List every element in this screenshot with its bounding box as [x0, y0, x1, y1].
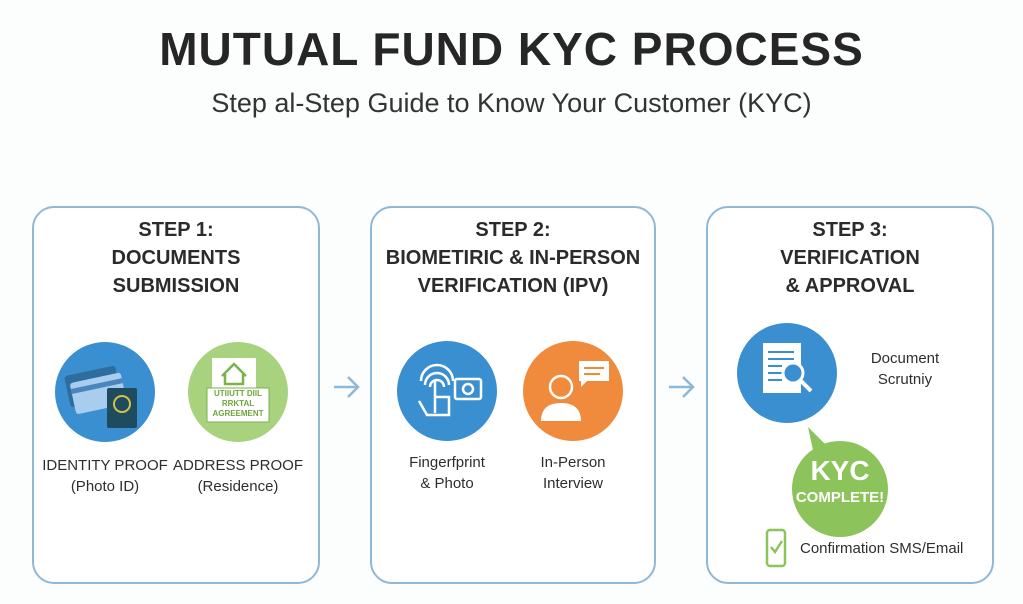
- complete-text: COMPLETE!: [795, 489, 885, 506]
- person-speech-icon: [523, 341, 623, 441]
- step-1-number: STEP 1:: [138, 219, 214, 241]
- label-line: Scrutniy: [877, 371, 933, 388]
- id-card-passport-icon: [55, 342, 155, 442]
- step-2-number: STEP 2:: [475, 219, 551, 241]
- label-line: IDENTITY PROOF: [42, 457, 168, 474]
- kyc-text: KYC: [810, 455, 870, 486]
- step-3-title-line1: VERIFICATION: [780, 247, 920, 269]
- step-1-title-line2: SUBMISSION: [112, 275, 240, 297]
- label-line: Fingerfprint: [409, 454, 485, 471]
- label-line: ADDRESS PROOF: [172, 457, 304, 474]
- label-line: (Residence): [197, 478, 279, 495]
- step-2-heading: STEP 2: BIOMETIRIC & IN-PERSON VERIFICAT…: [370, 216, 656, 300]
- step-2-title-line2: VERIFICATION (IPV): [417, 275, 609, 297]
- step-1-heading: STEP 1: DOCUMENTS SUBMISSION: [32, 216, 320, 300]
- address-proof-label: ADDRESS PROOF (Residence): [168, 455, 308, 497]
- label-line: Document: [870, 350, 940, 367]
- step-3-number: STEP 3:: [812, 219, 888, 241]
- in-person-interview-label: In-Person Interview: [503, 452, 643, 494]
- page-title: MUTUAL FUND KYC PROCESS: [159, 23, 864, 75]
- arrow-right-icon: [669, 376, 695, 398]
- kyc-complete-text: KYC COMPLETE!: [790, 455, 890, 509]
- label-line: In-Person: [540, 454, 606, 471]
- document-scrutiny-label: Document Scrutniy: [835, 348, 975, 390]
- fingerprint-photo-label: Fingerfprint & Photo: [377, 452, 517, 494]
- step-2-title-line1: BIOMETIRIC & IN-PERSON: [385, 247, 641, 269]
- address-proof-icon-text: UTIIUTT DIIL RRKTAL AGREEMENT: [212, 389, 264, 418]
- step-3-title-line2: & APPROVAL: [785, 275, 915, 297]
- step-3-heading: STEP 3: VERIFICATION & APPROVAL: [706, 216, 994, 300]
- label-line: & Photo: [420, 475, 474, 492]
- page-subtitle: Step al-Step Guide to Know Your Customer…: [211, 88, 812, 118]
- confirmation-label: Confirmation SMS/Email: [800, 540, 964, 557]
- arrow-right-icon: [334, 376, 360, 398]
- step-1-title-line1: DOCUMENTS: [111, 247, 241, 269]
- phone-check-icon: [765, 528, 787, 568]
- utility-bill-house-icon: [188, 342, 288, 442]
- label-line: (Photo ID): [70, 478, 140, 495]
- label-line: Interview: [542, 475, 604, 492]
- identity-proof-label: IDENTITY PROOF (Photo ID): [35, 455, 175, 497]
- document-magnifier-icon: [737, 323, 837, 423]
- kyc-complete-badge: [792, 427, 888, 537]
- fingerprint-camera-icon: [397, 341, 497, 441]
